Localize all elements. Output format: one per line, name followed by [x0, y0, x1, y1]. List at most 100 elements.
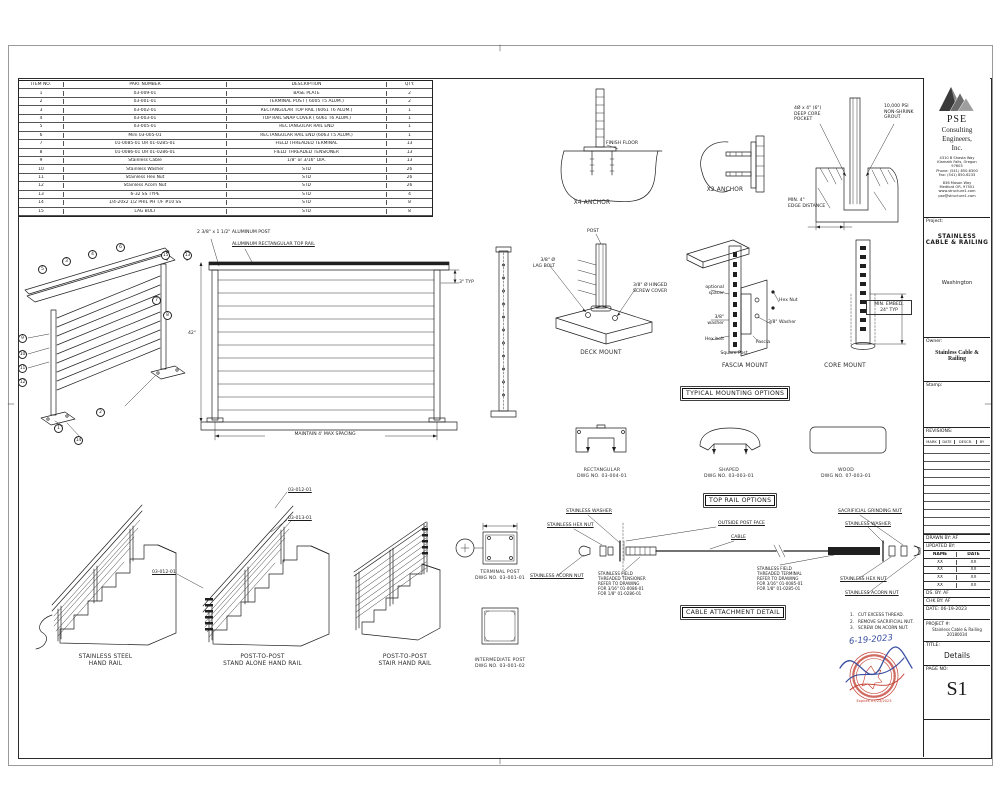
lag-bolt-label: 3/8" Ø LAG BOLT: [532, 258, 555, 269]
table-cell: STD: [227, 208, 387, 214]
table-cell: 01-0086-01 OR 01-0286-01: [64, 149, 227, 155]
empty-row: [924, 502, 990, 510]
stainless-acorn-nut-right-label: STAINLESS ACORN NUT: [845, 591, 899, 596]
table-cell: CUT EXCESS THREAD.: [858, 612, 904, 617]
table-cell: XX: [970, 575, 977, 581]
cable-spacing-dimension: 3" TYP: [459, 280, 474, 285]
company-address-2: 836 Mason Way Medford OR, 97501 www.stru…: [938, 181, 976, 198]
mounting-options-title: TYPICAL MOUNTING OPTIONS: [682, 388, 789, 399]
table-cell: TOP RAIL SNAP COVER ( 6061 T6 ALUM.): [227, 115, 387, 121]
company-block: PSE Consulting Engineers, Inc. 4310 B Sh…: [924, 78, 990, 218]
shaped-rail-section: [699, 427, 761, 455]
table-cell: 26: [406, 175, 413, 181]
item-callout: 8: [163, 311, 172, 320]
table-cell: Stainless Hex Nut: [64, 175, 227, 181]
table-cell: 26: [406, 166, 413, 172]
table-cell: 03-009-01: [64, 90, 227, 96]
col-item-no: ITEM NO.: [19, 82, 64, 88]
item-callout: 4: [88, 250, 97, 259]
terminal-post-caption: TERMINAL POST DWG NO. 03-001-01: [474, 570, 526, 581]
empty-row: [924, 518, 990, 526]
project-location: Washington: [941, 280, 973, 286]
item-callout: 6: [116, 243, 125, 252]
terminal-note: STAINLESS FIELD THREADED TERMINAL REFER …: [757, 566, 803, 592]
revisions-empty-rows: [924, 446, 990, 534]
item-callout: 14: [74, 436, 83, 445]
post-to-post-handrail-drawing: [176, 491, 330, 647]
screw-cover-label: 3/8" Ø HINGED SCREW COVER: [633, 283, 668, 294]
stainless-washer-left-label: STAINLESS WASHER: [566, 509, 612, 514]
table-cell: 8: [19, 149, 64, 155]
handrail-1-caption: STAINLESS STEEL HAND RAIL: [78, 654, 133, 668]
table-cell: Stainless Washer: [64, 166, 227, 172]
table-cell: 12: [19, 183, 64, 189]
stair-handrail-drawing: [353, 521, 441, 641]
empty-row: [924, 478, 990, 486]
terminal-post-detail-drawing: [455, 522, 518, 565]
cable-attachment-title: CABLE ATTACHMENT DETAIL: [682, 607, 784, 618]
table-cell: Stainless Acorn Nut: [64, 183, 227, 189]
cable-attachment-drawing: [557, 514, 921, 594]
table-cell: 6: [19, 132, 64, 138]
chk-by: CHK BY: AF: [924, 598, 990, 606]
empty-row: [924, 486, 990, 494]
project-block: Project: STAINLESS CABLE & RAILING Washi…: [924, 218, 990, 338]
item-callout: 5: [38, 265, 47, 274]
sheet-title-label: TITLE:: [926, 643, 940, 648]
stamp-label: Stamp:: [926, 383, 943, 388]
table-cell: 3: [19, 107, 64, 113]
empty-row: [924, 462, 990, 470]
edge-distance-label: MIN. 4" EDGE DISTANCE: [788, 198, 826, 209]
item-callout: 13: [183, 251, 192, 260]
handrail-2-caption: POST-TO-POST STAND ALONE HAND RAIL: [223, 654, 302, 668]
handrail-callout-1: 03-012-01: [288, 488, 312, 493]
washer-small-label: 3/8" washer: [707, 315, 724, 326]
name-header: NAME: [924, 551, 957, 557]
rev-col-by: BY: [979, 439, 985, 444]
empty-row: [924, 526, 990, 534]
x4-anchor-caption: X4 ANCHOR: [573, 200, 611, 206]
table-cell: 13: [19, 191, 64, 197]
wood-rail-caption: WOOD DWG NO. 07-003-01: [820, 468, 872, 479]
hex-nut-label: Hex Nut: [779, 298, 798, 303]
rev-col-date: DATE: [940, 439, 955, 444]
fascia-mount-caption: FASCIA MOUNT: [721, 363, 769, 369]
table-cell: 2: [408, 99, 411, 105]
table-cell: RECTANGULAR TOP RAIL (6061 T6 ALUM.): [227, 107, 387, 113]
table-cell: 2: [408, 90, 411, 96]
wood-rail-section: [809, 426, 887, 454]
item-callout: 11: [18, 364, 27, 373]
empty-row: [924, 454, 990, 462]
ds-by: DS. BY: AF: [924, 590, 990, 598]
revisions-label: REVISIONS:: [926, 429, 953, 434]
table-cell: 8: [408, 200, 411, 206]
height-dimension: 42": [188, 331, 196, 336]
table-cell: LAG BOLT: [64, 208, 227, 214]
item-callout: 15: [161, 251, 170, 260]
table-cell: 03-005-01: [64, 124, 227, 130]
project-number-block: PROJECT #: Stainless Cable & Railing 201…: [924, 620, 990, 642]
stainless-washer-right-label: STAINLESS WASHER: [845, 522, 891, 527]
table-cell: 03-003-01: [64, 115, 227, 121]
core-anchor-drawing: [807, 97, 899, 231]
table-cell: Stainless Cable: [64, 158, 227, 164]
table-cell: SCREW ON ACORN NUT.: [858, 625, 909, 631]
table-cell: 7: [19, 141, 64, 147]
table-cell: 1: [19, 90, 64, 96]
parts-table-header: ITEM NO. PART NUMBER DESCRIPTION QTY.: [19, 81, 432, 90]
item-callout: 10: [18, 350, 27, 359]
tensioner-note: STAINLESS FIELD THREADED TENSIONER REFER…: [598, 571, 646, 597]
x2-anchor-drawing: [700, 135, 765, 193]
